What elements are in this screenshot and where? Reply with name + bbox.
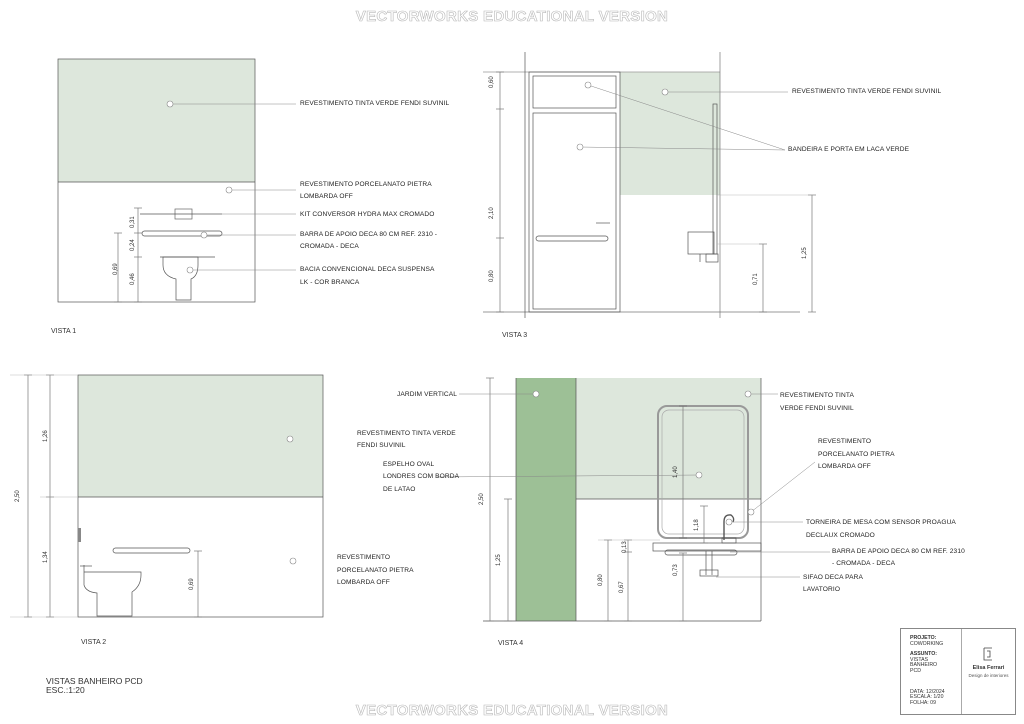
vista-2-title: VISTA 2	[81, 639, 107, 646]
assunto-label: ASSUNTO:	[910, 651, 937, 658]
dim-text: 0,80	[489, 270, 495, 282]
dim-text: 1,25	[496, 554, 502, 566]
label-v1-tile-1: REVESTIMENTO PORCELANATO PIETRA	[300, 181, 432, 188]
label-v4-paint-1: REVESTIMENTO TINTA	[780, 392, 854, 399]
designer-role: Design de interiores	[968, 673, 1009, 678]
title-block: PROJETO: COWORKING ASSUNTO: VISTAS BANHE…	[900, 628, 1016, 715]
title-block-info: PROJETO: COWORKING ASSUNTO: VISTAS BANHE…	[901, 629, 962, 714]
dim-text: 1,26	[43, 430, 49, 442]
projeto-value: COWORKING	[910, 640, 944, 647]
data-value: DATA: 12/2024	[910, 688, 945, 695]
vista-1-title: VISTA 1	[51, 328, 77, 335]
dim-text: 0,69	[189, 578, 195, 590]
escala-value: ESCALA: 1/20	[910, 694, 944, 701]
sheet-title-name: VISTAS BANHEIRO PCD	[46, 676, 143, 686]
vista-2-drawing	[10, 374, 324, 618]
label-v2-tile-1: REVESTIMENTO	[337, 554, 391, 561]
label-v3-paint: REVESTIMENTO TINTA VERDE FENDI SUVINIL	[792, 88, 942, 95]
designer-name: Elisa Ferrari	[972, 665, 1005, 671]
dim-text: 0,71	[753, 273, 759, 285]
label-v2-paint-1: REVESTIMENTO TINTA VERDE	[357, 430, 456, 437]
assunto-line: PCD	[910, 667, 921, 674]
dim-text: 2,10	[489, 207, 495, 219]
dim-text: 1,25	[802, 247, 808, 259]
vista-3-title: VISTA 3	[502, 332, 528, 339]
label-v2-tile-3: LOMBARDA OFF	[337, 579, 390, 586]
designer-logo-icon	[983, 647, 992, 661]
label-v1-bar-2: CROMADA - DECA	[300, 243, 359, 250]
dim-text: 1,18	[694, 519, 700, 531]
title-block-author: Elisa Ferrari Design de interiores	[962, 629, 1015, 714]
dim-text: 0,67	[619, 581, 625, 593]
sheet-title: VISTAS BANHEIRO PCD ESC.:1:20	[46, 677, 143, 695]
label-v4-mirror-2: LONDRES COM BORDA	[383, 473, 460, 480]
label-v4-tile-1: REVESTIMENTO	[818, 438, 872, 445]
label-v3-door: BANDEIRA E PORTA EM LACA VERDE	[788, 146, 910, 153]
callout-markers	[166, 81, 755, 565]
label-v1-toilet-1: BACIA CONVENCIONAL DECA SUSPENSA	[300, 266, 435, 273]
label-v4-siphon-1: SIFAO DECA PARA	[803, 574, 864, 581]
label-v4-paint-2: VERDE FENDI SUVINIL	[780, 405, 854, 412]
label-v4-garden: JARDIM VERTICAL	[397, 391, 457, 398]
dim-text: 1,34	[43, 551, 49, 563]
dim-text: 2,50	[479, 493, 485, 505]
dim-text: 1,40	[673, 466, 679, 478]
label-v1-paint: REVESTIMENTO TINTA VERDE FENDI SUVINIL	[300, 100, 450, 107]
dim-text: 0,80	[598, 574, 604, 586]
label-v4-tile-3: LOMBARDA OFF	[818, 463, 871, 470]
dim-text: 0,73	[673, 564, 679, 576]
sheet-title-scale: ESC.:1:20	[46, 685, 85, 695]
label-v4-bar-1: BARRA DE APOIO DECA 80 CM REF. 2310	[832, 548, 965, 555]
dim-text: 0,13	[622, 541, 628, 553]
watermark-bottom: VECTORWORKS EDUCATIONAL VERSION	[355, 702, 669, 720]
label-v4-faucet-1: TORNEIRA DE MESA COM SENSOR PROAGUA	[806, 519, 956, 526]
assunto-line: VISTAS	[910, 656, 929, 663]
vista-3-drawing	[483, 52, 816, 318]
watermark-top: VECTORWORKS EDUCATIONAL VERSION	[355, 8, 669, 26]
dimension-texts: 0,31 0,24 0,69 0,46 0,60 2,10 0,80 0,71 …	[15, 76, 808, 593]
vista-1-drawing	[57, 58, 296, 303]
label-v1-kit: KIT CONVERSOR HYDRA MAX CROMADO	[300, 211, 435, 218]
dim-text: 0,60	[489, 76, 495, 88]
dim-text: 0,46	[130, 273, 136, 285]
projeto-label: PROJETO:	[910, 635, 937, 641]
vista-4-drawing	[436, 377, 830, 622]
label-v1-toilet-2: LK - COR BRANCA	[300, 279, 360, 286]
label-v1-tile-2: LOMBARDA OFF	[300, 193, 353, 200]
dim-text: 0,31	[130, 216, 136, 228]
dim-text: 2,50	[15, 490, 21, 502]
label-v4-mirror-3: DE LATAO	[383, 486, 416, 493]
dim-text: 0,24	[130, 239, 136, 251]
label-v4-mirror-1: ESPELHO OVAL	[383, 461, 435, 468]
vista-4-title: VISTA 4	[498, 640, 524, 647]
dim-text: 0,69	[113, 263, 119, 275]
label-v4-bar-2: - CROMADA - DECA	[832, 560, 896, 567]
label-v1-bar-1: BARRA DE APOIO DECA 80 CM REF. 2310 -	[300, 231, 438, 238]
label-v4-tile-2: PORCELANATO PIETRA	[818, 451, 895, 458]
label-v2-tile-2: PORCELANATO PIETRA	[337, 567, 414, 574]
label-v4-faucet-2: DECLAUX CROMADO	[806, 532, 875, 539]
label-v4-siphon-2: LAVATORIO	[803, 586, 841, 593]
assunto-line: BANHEIRO	[910, 662, 938, 669]
label-v2-paint-2: FENDI SUVINIL	[357, 442, 406, 449]
folha-value: FOLHA: 09	[910, 699, 936, 706]
